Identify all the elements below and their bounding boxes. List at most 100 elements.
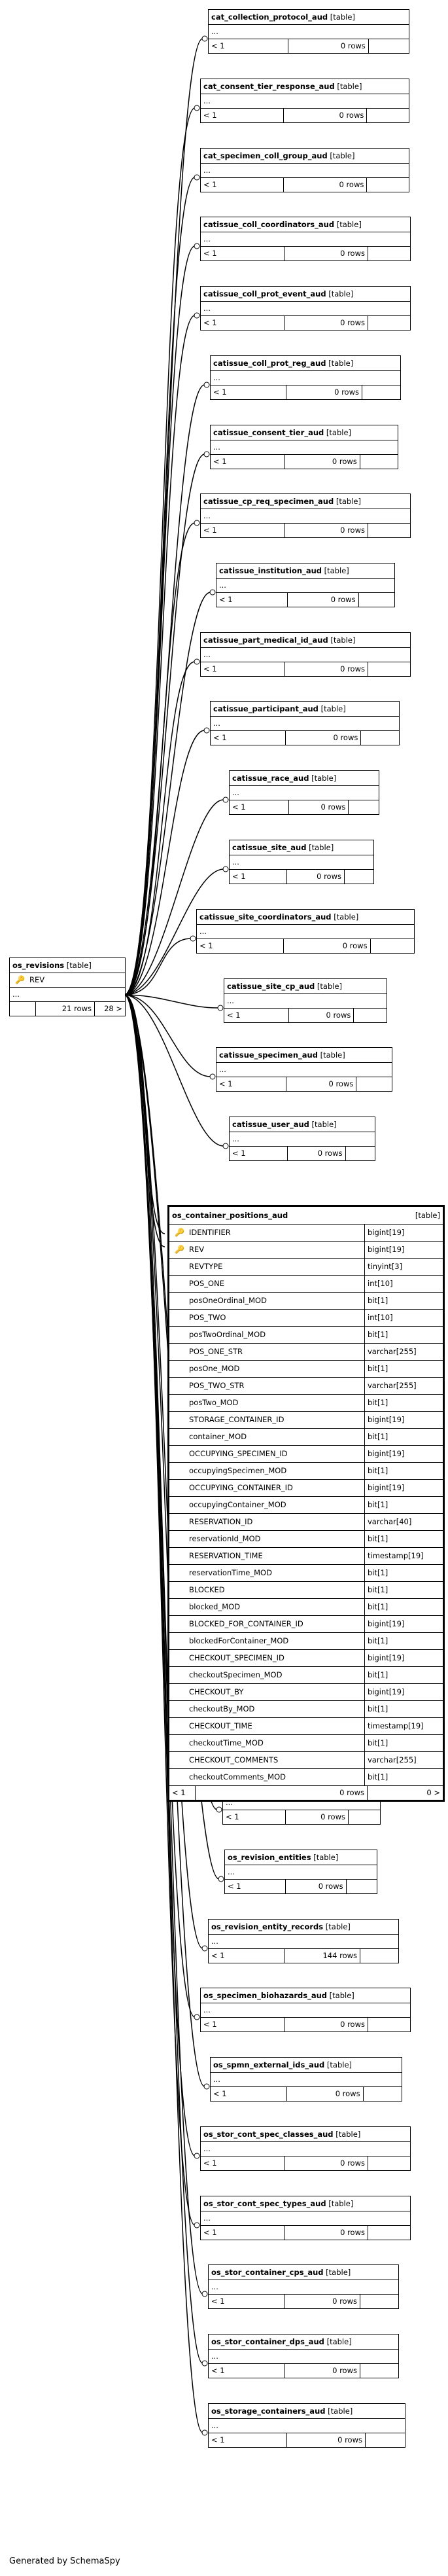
column-type: bigint[19] bbox=[364, 1684, 443, 1700]
table-name[interactable]: os_specimen_biohazards_aud bbox=[203, 1991, 328, 2000]
table-name[interactable]: os_stor_cont_spec_classes_aud bbox=[203, 2130, 334, 2139]
table-name[interactable]: cat_consent_tier_response_aud bbox=[203, 82, 335, 91]
parents-count[interactable]: < 1 bbox=[211, 385, 286, 399]
table-name[interactable]: catissue_specimen_aud bbox=[219, 1050, 318, 1060]
parents-count[interactable]: < 1 bbox=[225, 1880, 286, 1893]
parents-count[interactable]: < 1 bbox=[201, 109, 284, 122]
table-name[interactable]: catissue_race_aud bbox=[232, 774, 309, 783]
catissue-cp-req-specimen-aud-table[interactable]: catissue_cp_req_specimen_aud [table]...<… bbox=[200, 493, 411, 538]
cat-collection-protocol-aud-table[interactable]: cat_collection_protocol_aud [table]...< … bbox=[208, 9, 409, 54]
table-name[interactable]: catissue_institution_aud bbox=[219, 566, 322, 575]
parents-count[interactable]: < 1 bbox=[201, 2018, 284, 2031]
catissue-coll-prot-reg-aud-table[interactable]: catissue_coll_prot_reg_aud [table]...< 1… bbox=[210, 355, 401, 400]
parents-count[interactable]: < 1 bbox=[209, 2364, 284, 2378]
table-name[interactable]: os_revision_entity_records bbox=[211, 1922, 324, 1931]
table-name[interactable]: os_storage_containers_aud bbox=[211, 2406, 326, 2416]
table-name[interactable]: cat_specimen_coll_group_aud bbox=[203, 151, 328, 160]
catissue-coll-prot-event-aud-table[interactable]: catissue_coll_prot_event_aud [table]...<… bbox=[200, 286, 411, 331]
cat-specimen-coll-group-aud-table[interactable]: cat_specimen_coll_group_aud [table]...< … bbox=[200, 148, 409, 192]
parents-count[interactable]: < 1 bbox=[224, 1009, 290, 1022]
table-name[interactable]: os_stor_cont_spec_types_aud bbox=[203, 2199, 326, 2208]
table-name[interactable]: catissue_site_aud bbox=[232, 843, 307, 852]
table-name[interactable]: catissue_cp_req_specimen_aud bbox=[203, 497, 334, 506]
parents-count[interactable]: < 1 bbox=[216, 1077, 287, 1091]
parents-count[interactable]: < 1 bbox=[209, 2295, 284, 2308]
parents-count[interactable]: < 1 bbox=[201, 524, 284, 537]
ellipsis-row: ... bbox=[201, 2211, 410, 2226]
os-container-positions-aud-table[interactable]: os_container_positions_aud [table] 🔑IDEN… bbox=[167, 1205, 445, 1802]
table-name[interactable]: os_container_positions_aud bbox=[172, 1211, 288, 1220]
table-name[interactable]: os_stor_container_cps_aud bbox=[211, 2268, 324, 2277]
parents-count[interactable]: < 1 bbox=[201, 2156, 284, 2170]
table-name[interactable]: catissue_participant_aud bbox=[213, 704, 319, 713]
table-name[interactable]: catissue_site_coordinators_aud bbox=[199, 912, 332, 921]
os-specimen-biohazards-aud-table[interactable]: os_specimen_biohazards_aud [table]...< 1… bbox=[200, 1988, 411, 2032]
parents-count[interactable]: < 1 bbox=[201, 2226, 284, 2240]
table-name[interactable]: catissue_site_cp_aud bbox=[227, 982, 315, 991]
column-name-cell: CHECKOUT_COMMENTS bbox=[169, 1752, 364, 1768]
table-name[interactable]: catissue_consent_tier_aud bbox=[213, 428, 324, 437]
relationship-edge bbox=[124, 522, 196, 995]
parents-count[interactable]: < 1 bbox=[169, 1786, 196, 1800]
parents-count[interactable]: < 1 bbox=[201, 178, 284, 192]
column-type: bit[1] bbox=[364, 1497, 443, 1513]
children-count[interactable]: 28 > bbox=[104, 1004, 122, 1013]
table-name[interactable]: cat_collection_protocol_aud bbox=[211, 12, 328, 22]
parents-count[interactable]: < 1 bbox=[211, 455, 286, 469]
table-name[interactable]: catissue_user_aud bbox=[232, 1120, 309, 1129]
parents-count[interactable]: < 1 bbox=[223, 1810, 286, 1824]
parents-count[interactable]: < 1 bbox=[211, 731, 286, 745]
table-name[interactable]: catissue_part_medical_id_aud bbox=[203, 635, 328, 645]
table-name[interactable]: os_stor_container_dps_aud bbox=[211, 2337, 324, 2346]
catissue-coll-coordinators-aud-table[interactable]: catissue_coll_coordinators_aud [table]..… bbox=[200, 217, 411, 261]
parents-count[interactable]: < 1 bbox=[201, 247, 284, 260]
column-name: POS_ONE bbox=[189, 1279, 224, 1288]
os-revision-entity-records-table[interactable]: os_revision_entity_records [table]...< 1… bbox=[208, 1919, 399, 1963]
parents-count[interactable]: < 1 bbox=[230, 800, 290, 814]
table-name[interactable]: catissue_coll_coordinators_aud bbox=[203, 220, 335, 229]
parents-count[interactable]: < 1 bbox=[201, 662, 284, 676]
parents-count[interactable]: < 1 bbox=[216, 593, 288, 607]
table-name[interactable]: catissue_coll_prot_reg_aud bbox=[213, 359, 326, 368]
parents-count[interactable]: < 1 bbox=[209, 2433, 287, 2447]
column-name: OCCUPYING_CONTAINER_ID bbox=[189, 1483, 293, 1492]
row-count: 0 rows bbox=[288, 39, 369, 53]
table-name[interactable]: os_revision_entities bbox=[228, 1853, 311, 1862]
catissue-site-coordinators-aud-table[interactable]: catissue_site_coordinators_aud [table]..… bbox=[196, 909, 415, 954]
parents-count[interactable]: < 1 bbox=[211, 2087, 287, 2101]
os-stor-cont-spec-classes-aud-table[interactable]: os_stor_cont_spec_classes_aud [table]...… bbox=[200, 2126, 411, 2171]
os-revisions-table[interactable]: os_revisions [table] 🔑 REV ... 21 rows 2… bbox=[9, 957, 126, 1016]
catissue-part-medical-id-aud-table[interactable]: catissue_part_medical_id_aud [table]...<… bbox=[200, 632, 411, 677]
column-name: checkoutComments_MOD bbox=[189, 1772, 286, 1781]
table-tag: [table] bbox=[325, 1922, 351, 1931]
parents-count[interactable]: < 1 bbox=[209, 39, 289, 53]
table-name[interactable]: catissue_coll_prot_event_aud bbox=[203, 289, 326, 298]
parents-count[interactable]: < 1 bbox=[197, 939, 284, 953]
parents-count[interactable]: < 1 bbox=[230, 1147, 288, 1160]
os-stor-cont-spec-types-aud-table[interactable]: os_stor_cont_spec_types_aud [table]...< … bbox=[200, 2196, 411, 2240]
parents-count[interactable]: < 1 bbox=[209, 1949, 284, 1963]
relationship-edge bbox=[124, 994, 203, 1949]
table-name[interactable]: os_spmn_external_ids_aud bbox=[213, 2060, 325, 2069]
cat-consent-tier-response-aud-table[interactable]: cat_consent_tier_response_aud [table]...… bbox=[200, 79, 409, 123]
parents-count[interactable]: < 1 bbox=[230, 870, 287, 884]
parents-count[interactable]: < 1 bbox=[201, 316, 284, 330]
table-name[interactable]: os_revisions bbox=[12, 961, 65, 970]
